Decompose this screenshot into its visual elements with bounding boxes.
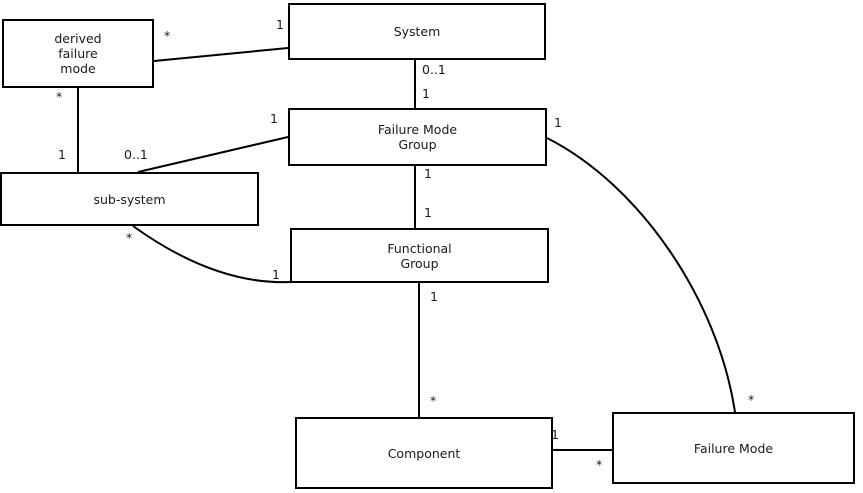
mult-subsystem-to-fmg-target: 1 [270, 111, 278, 126]
mult-subsystem-to-functional-source: * [126, 230, 133, 245]
edge-sub-system-to-functional-group [132, 225, 291, 284]
mult-system-to-fmg-source: 0..1 [422, 62, 446, 77]
class-box-sub-system[interactable]: sub-system [0, 172, 259, 226]
mult-derived-to-system-source: * [164, 28, 171, 43]
class-box-component[interactable]: Component [295, 417, 553, 489]
edge-sub-system-to-failure-mode-group [137, 136, 289, 173]
class-box-label-sub-system: sub-system [93, 191, 166, 207]
mult-fmg-to-functional-target: 1 [424, 205, 432, 220]
mult-derived-to-system-target: 1 [276, 17, 284, 32]
mult-derived-to-subsystem-source: * [56, 89, 63, 104]
class-box-label-functional-group: Functional Group [387, 240, 452, 271]
class-box-label-component: Component [387, 445, 461, 461]
mult-fmg-to-fm-source: 1 [554, 115, 562, 130]
mult-subsystem-to-fmg-source: 0..1 [124, 147, 148, 162]
class-box-failure-mode-group[interactable]: Failure Mode Group [288, 108, 547, 166]
mult-functional-to-component-source: 1 [430, 289, 438, 304]
edge-failure-mode-group-to-failure-mode [546, 137, 736, 413]
mult-fmg-to-functional-source: 1 [424, 166, 432, 181]
class-box-label-system: System [393, 24, 441, 39]
class-box-failure-mode[interactable]: Failure Mode [612, 412, 855, 484]
class-box-label-failure-mode-group: Failure Mode Group [377, 122, 458, 152]
class-box-system[interactable]: System [288, 3, 546, 60]
mult-functional-to-component-target: * [430, 393, 437, 408]
mult-component-to-fm-target: * [596, 457, 603, 472]
mult-component-to-fm-source: 1 [551, 427, 559, 442]
class-box-derived-failure-mode[interactable]: derived failure mode [2, 19, 154, 88]
mult-subsystem-to-functional-target: 1 [272, 267, 280, 282]
class-box-label-derived-failure-mode: derived failure mode [54, 31, 102, 76]
class-box-label-failure-mode: Failure Mode [693, 440, 774, 456]
mult-fmg-to-fm-target: * [748, 392, 755, 407]
edge-derived-failure-mode-to-system [153, 47, 289, 62]
mult-system-to-fmg-target: 1 [422, 86, 430, 101]
class-box-functional-group[interactable]: Functional Group [290, 228, 549, 283]
mult-derived-to-subsystem-target: 1 [58, 147, 66, 162]
